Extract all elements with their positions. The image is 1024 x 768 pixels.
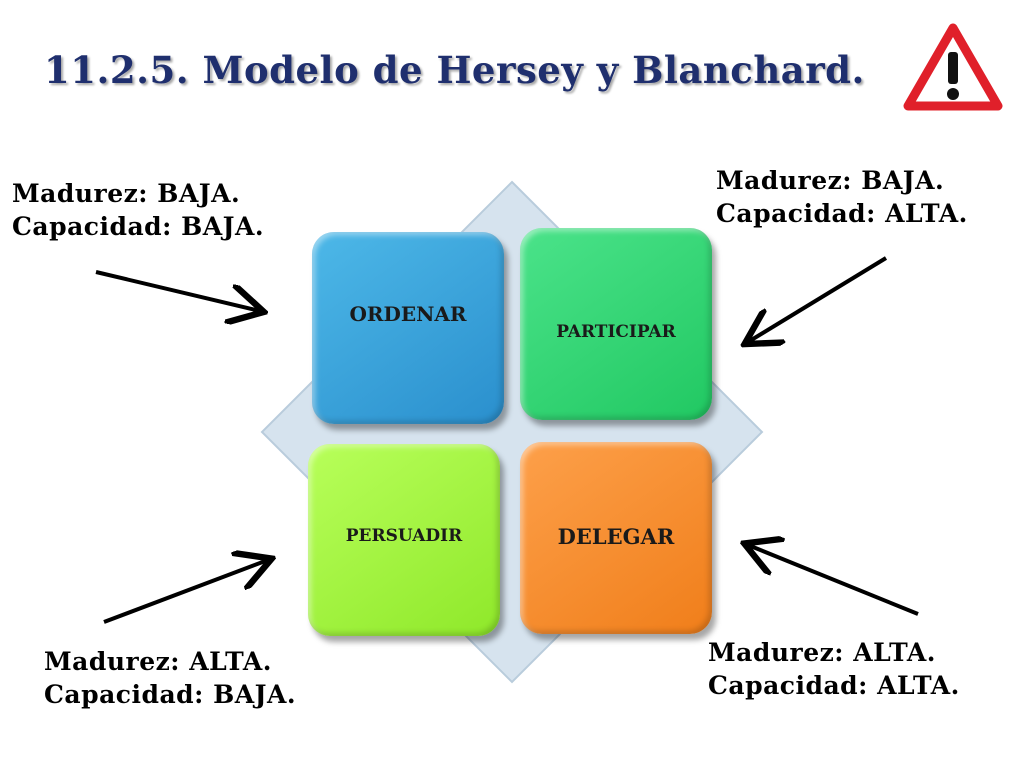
label-top-left-madurez: Madurez: BAJA. (12, 179, 241, 208)
label-bottom-right-madurez: Madurez: ALTA. (708, 638, 937, 667)
label-bottom-right-capacidad: Capacidad: ALTA. (708, 671, 960, 700)
label-top-right-capacidad: Capacidad: ALTA. (716, 199, 968, 228)
quadrant-ordenar: ORDENAR (312, 232, 504, 424)
arrow-bottom-right (748, 545, 919, 616)
label-bottom-right: Madurez: ALTA. Capacidad: ALTA. (708, 636, 960, 702)
quadrant-ordenar-label: ORDENAR (349, 302, 467, 326)
quadrant-persuadir: PERSUADIR (308, 444, 500, 636)
label-bottom-left-capacidad: Capacidad: BAJA. (44, 680, 297, 709)
quadrant-persuadir-label: PERSUADIR (345, 526, 463, 546)
page-title: 11.2.5. Modelo de Hersey y Blanchard. (44, 48, 865, 92)
quadrant-participar-label: PARTICIPAR (556, 322, 676, 342)
label-bottom-left-madurez: Madurez: ALTA. (44, 647, 273, 676)
label-bottom-left: Madurez: ALTA. Capacidad: BAJA. (44, 645, 296, 711)
label-top-left: Madurez: BAJA. Capacidad: BAJA. (12, 177, 264, 243)
label-top-right: Madurez: BAJA. Capacidad: ALTA. (716, 164, 968, 230)
arrow-bottom-left (103, 560, 268, 624)
quadrant-delegar-label: DELEGAR (557, 523, 675, 549)
quadrant-delegar: DELEGAR (520, 442, 712, 634)
label-top-right-madurez: Madurez: BAJA. (716, 166, 945, 195)
label-top-left-capacidad: Capacidad: BAJA. (12, 212, 265, 241)
arrow-top-left (95, 270, 260, 311)
quadrant-participar: PARTICIPAR (520, 228, 712, 420)
warning-triangle-icon (903, 23, 1003, 111)
arrow-top-right (748, 256, 888, 342)
